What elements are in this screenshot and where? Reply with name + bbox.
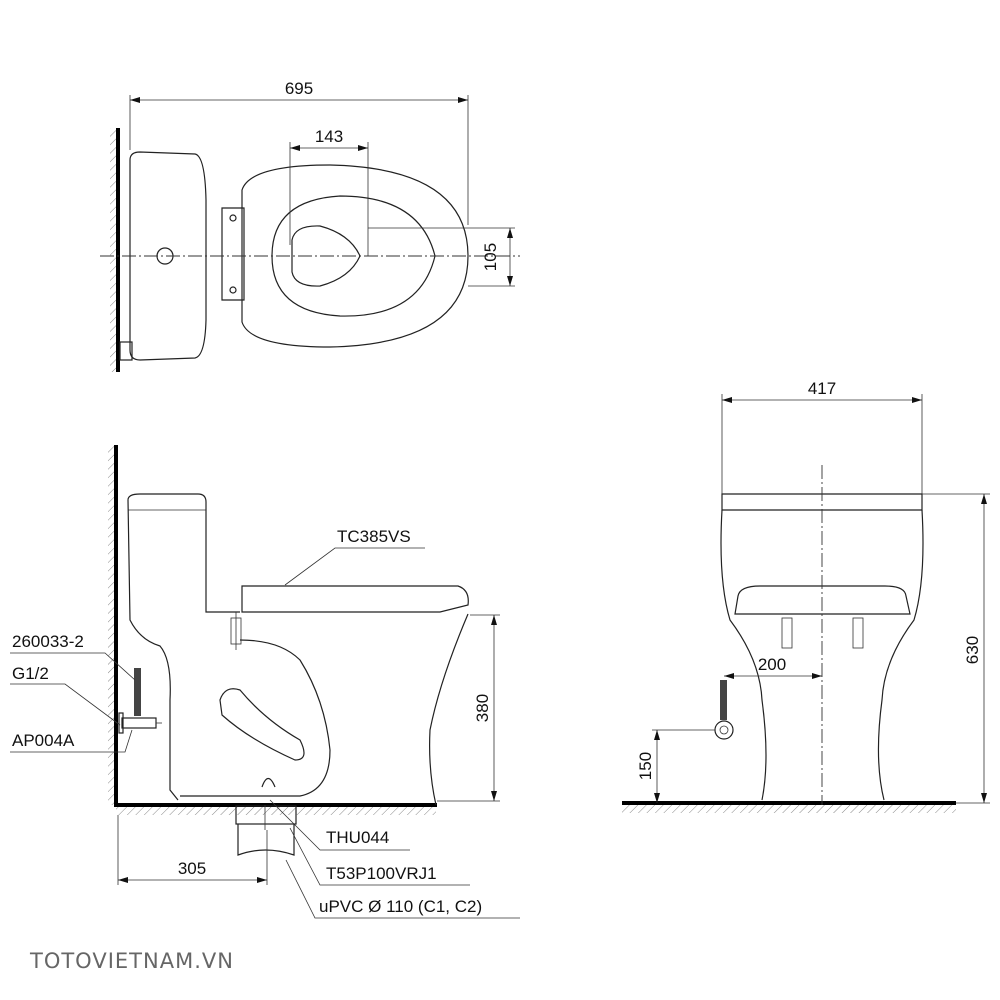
hinge-plate [221, 207, 245, 301]
seat-outline [241, 164, 469, 348]
hose [134, 668, 141, 716]
seat-front [734, 585, 911, 615]
label-thread: G1/2 [12, 664, 49, 683]
trap-loop [219, 688, 305, 761]
side-wall-hatch [108, 445, 116, 805]
angle-valve [121, 717, 157, 729]
body-left [720, 509, 767, 801]
body-back [127, 499, 179, 801]
watermark: TOTOVIETNAM.VN [29, 949, 234, 973]
label-hose: 260033-2 [12, 632, 84, 651]
top-view: 695 143 105 [100, 79, 520, 372]
tank-side [127, 493, 240, 613]
outlet-cap [261, 777, 276, 788]
label-outlet: T53P100VRJ1 [326, 864, 437, 883]
bolt-left [781, 617, 793, 649]
front-hose [720, 680, 727, 720]
trapway [180, 639, 331, 797]
bolt-right [852, 617, 864, 649]
front-floor-hatch [622, 805, 956, 813]
label-pipe: uPVC Ø 110 (C1, C2) [319, 897, 482, 916]
dim-top-outlet: 143 [315, 127, 343, 146]
dim-front-width: 417 [808, 379, 836, 398]
bowl-front [429, 613, 469, 806]
flange [235, 805, 297, 825]
front-view: 417 630 200 150 [622, 379, 990, 813]
tank-outline [129, 151, 207, 361]
side-view: 260033-2 G1/2 AP004A TC385VS THU044 T53P… [10, 445, 520, 919]
dim-seat-height: 380 [473, 694, 492, 722]
label-seat: TC385VS [337, 527, 411, 546]
wall-hatch [110, 128, 118, 372]
dim-top-width: 695 [285, 79, 313, 98]
seat-bolt [230, 617, 242, 645]
seat-side [241, 585, 469, 613]
front-valve [714, 720, 734, 740]
label-flange: THU044 [326, 828, 389, 847]
dim-inlet-height: 150 [636, 752, 655, 780]
dim-inlet-offset: 200 [758, 655, 786, 674]
dim-top-seat: 105 [481, 243, 500, 271]
label-valve: AP004A [12, 731, 75, 750]
dim-front-height: 630 [963, 636, 982, 664]
floor-hatch [116, 807, 436, 815]
dim-rough-in: 305 [178, 859, 206, 878]
body-right [877, 509, 924, 801]
drain-pipe [237, 824, 295, 856]
valve-top [119, 341, 133, 361]
